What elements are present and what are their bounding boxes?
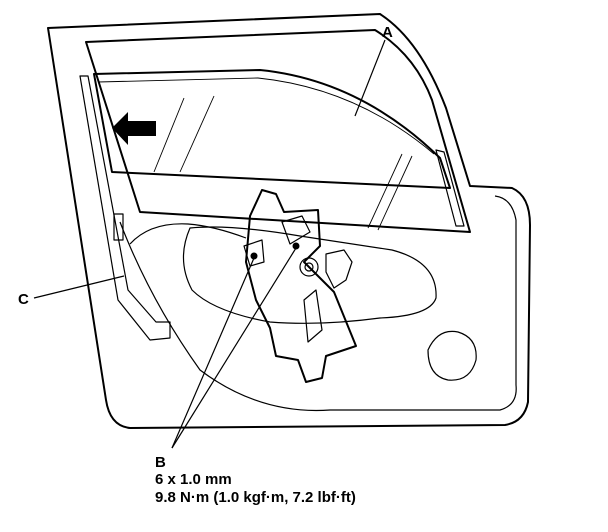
label-a: A [382,24,393,41]
bolt-size-spec: 6 x 1.0 mm [155,471,232,488]
glass-reflection [153,97,185,173]
label-c: C [18,291,29,308]
glass-reflection [377,155,413,231]
regulator-motor [325,249,353,289]
window-cable [129,223,247,245]
window-glass [93,69,451,189]
torque-spec: 9.8 N·m (1.0 kgf·m, 7.2 lbf·ft) [155,489,356,506]
label-b: B [155,454,166,471]
leader-line-c [33,275,125,299]
regulator-bracket [243,239,265,267]
window-regulator [243,189,357,383]
front-guide-rail [435,149,465,227]
leader-line-a [354,39,386,117]
regulator-main-plate [245,189,357,383]
glass-reflection [179,95,215,173]
regulator-slot [281,215,311,245]
leader-line-b-right [171,247,297,449]
service-hole-large [182,226,437,324]
run-channel-c [79,75,171,341]
speaker-hole [427,330,477,381]
left-arrow-icon [112,112,156,145]
window-inner-frame [85,29,471,233]
door-outer-frame [47,13,531,429]
glass-reflection [367,153,403,229]
regulator-bolt [299,257,319,277]
glass-top-edge [97,77,435,155]
regulator-slot [303,289,323,343]
regulator-bolt-inner [304,262,314,272]
bolt-b-left [250,252,258,260]
bolt-b-right [292,242,300,250]
door-inner-panel [119,195,517,412]
run-channel-c-upper [113,213,124,241]
leader-line-b-left [171,257,255,449]
